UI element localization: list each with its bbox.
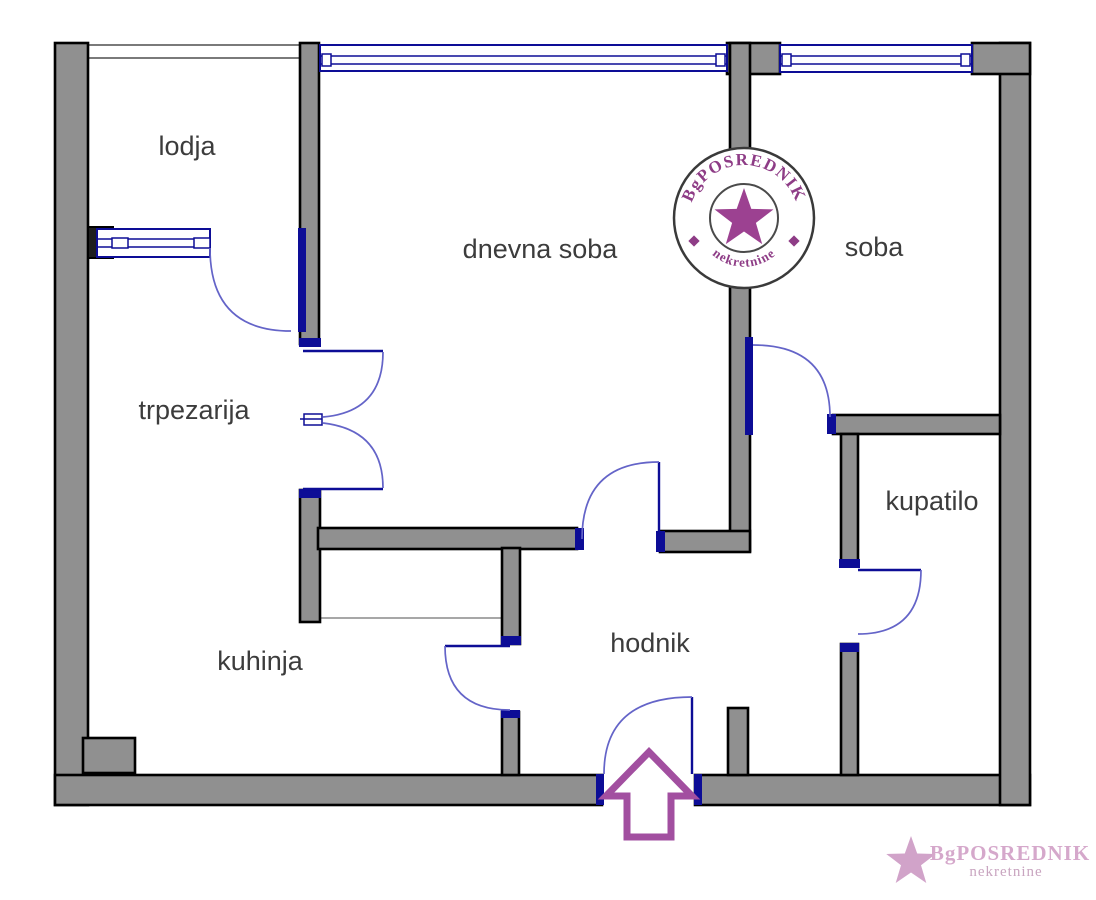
room-label-trpezarija: trpezarija bbox=[138, 395, 250, 425]
watermark-stamp: BgPOSREDNIK nekretnine bbox=[672, 146, 816, 290]
wall-kitchen-right-lower bbox=[500, 710, 521, 777]
wall-entrance-stub bbox=[726, 706, 750, 777]
shaft-block bbox=[81, 736, 137, 775]
footer-logo: BgPOSREDNIK nekretnine bbox=[886, 836, 1090, 883]
room-label-soba: soba bbox=[845, 232, 905, 262]
wall-hodnik-dnevna bbox=[658, 529, 752, 554]
wall-kupatilo-left-upper bbox=[839, 432, 860, 563]
room-label-dnevna-soba: dnevna soba bbox=[463, 234, 619, 264]
entrance-arrow-icon bbox=[597, 746, 701, 841]
door-leaf-bedroom bbox=[745, 337, 753, 435]
door-living-room bbox=[581, 461, 661, 540]
door-bedroom bbox=[745, 337, 831, 435]
footer-logo-star-icon bbox=[886, 836, 936, 883]
wall-caps bbox=[299, 338, 860, 805]
door-balcony bbox=[209, 228, 306, 332]
stamp-inner-ring bbox=[709, 183, 779, 253]
footer-logo-tagline: nekretnine bbox=[969, 864, 1042, 880]
room-label-kuhinja: kuhinja bbox=[217, 646, 304, 676]
wall-outer-bottom-left bbox=[53, 773, 604, 807]
wall-kupatilo-left-lower bbox=[839, 642, 860, 777]
wall-outer-right bbox=[998, 41, 1032, 807]
footer-logo-brand: BgPOSREDNIK bbox=[930, 841, 1090, 865]
door-bathroom bbox=[857, 568, 922, 635]
room-label-lodja: lodja bbox=[158, 131, 216, 161]
door-kitchen bbox=[444, 644, 511, 711]
window-living-room bbox=[319, 44, 728, 72]
window-dining-room bbox=[96, 228, 211, 258]
room-label-kupatilo: kupatilo bbox=[885, 486, 978, 516]
stamp-star-icon bbox=[714, 188, 774, 245]
door-arc-balcony bbox=[209, 247, 292, 332]
wall-soba-kupatilo bbox=[831, 413, 1002, 436]
stamp-diamond-right bbox=[788, 235, 800, 247]
lodja-railing bbox=[86, 44, 303, 59]
wall-kitchen-right-upper bbox=[500, 546, 522, 646]
door-leaf-balcony bbox=[298, 228, 306, 332]
door-entrance bbox=[603, 696, 694, 775]
window-bedroom bbox=[779, 44, 973, 73]
wall-kitchen-top bbox=[316, 526, 579, 551]
wall-pillar-top-right bbox=[970, 41, 1032, 76]
door-double-dining bbox=[300, 349, 384, 491]
stamp-diamond-left bbox=[688, 235, 700, 247]
wall-kitchen-left bbox=[298, 488, 322, 624]
wall-outer-left bbox=[53, 41, 90, 807]
wall-outer-bottom-right bbox=[693, 773, 1032, 807]
wall-dnevna-soba-divider bbox=[728, 41, 752, 553]
room-label-hodnik: hodnik bbox=[610, 628, 690, 658]
